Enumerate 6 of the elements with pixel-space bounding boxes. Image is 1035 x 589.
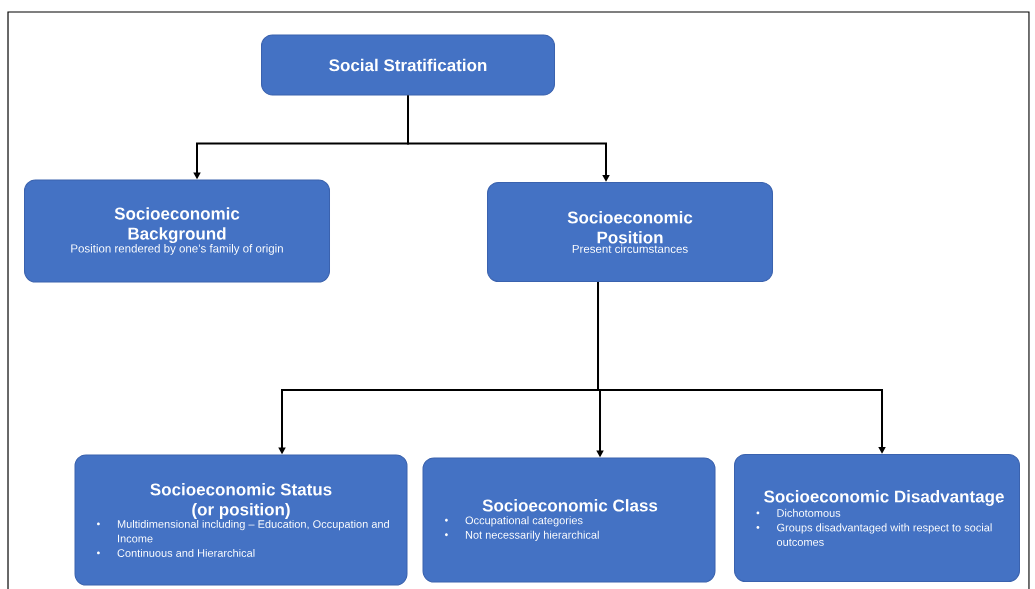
process-box: Socioeconomic Class Occupational categories Not necessarily hierarchical [422, 457, 716, 583]
process-box: Socioeconomic Status (or position) Multidimensional including – Education, Occupation and Income Continuous and Hierarchical [74, 454, 408, 586]
process-box: Socioeconomic Position Present circumstances [487, 182, 773, 282]
process-box: Social Stratification [261, 34, 555, 96]
process-box: Socioeconomic Disadvantage Dichotomous Groups disadvantaged with respect to social outcomes [734, 454, 1020, 582]
process-box: Socioeconomic Background Position rendered by one’s family of origin [24, 179, 330, 283]
